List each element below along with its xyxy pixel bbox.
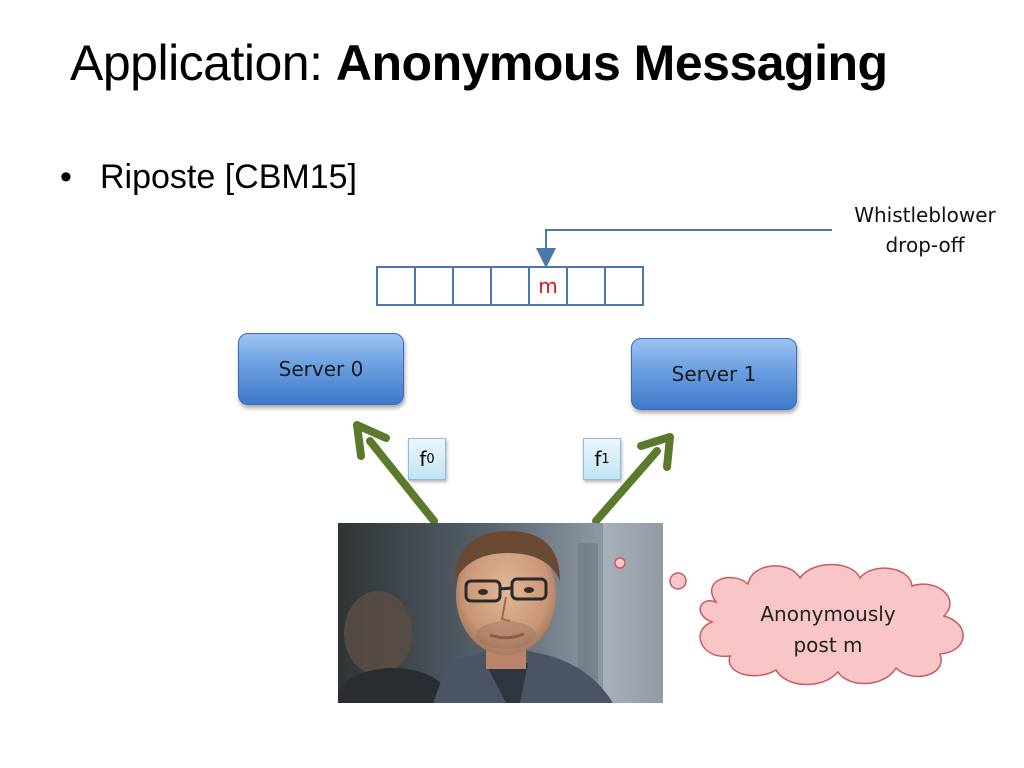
key-f1-sub: 1 [601, 451, 610, 467]
key-f0-base: f [419, 447, 427, 471]
upload-arrow-icon-right [592, 433, 674, 525]
slide-title: Application: Anonymous Messaging [70, 34, 888, 92]
bullet-item: • Riposte [CBM15] [60, 158, 357, 197]
slide-title-plain: Application: [70, 35, 336, 91]
thought-cloud-text: Anonymously post m [722, 599, 934, 661]
server-0-box: Server 0 [238, 333, 404, 405]
key-f0-sub: 0 [426, 451, 435, 467]
thought-line-2: post m [793, 633, 863, 657]
callout-line-1: Whistleblower [854, 203, 996, 227]
callout-line-2: drop-off [885, 233, 965, 257]
upload-arrow-icon-left [353, 421, 438, 525]
array-cell [604, 266, 644, 306]
person-photo-art [338, 523, 663, 703]
message-array: m [376, 266, 644, 306]
key-f1-base: f [594, 447, 602, 471]
array-cell [414, 266, 454, 306]
array-cell [376, 266, 416, 306]
server-1-box: Server 1 [631, 338, 797, 410]
dropoff-arrow [536, 229, 832, 268]
array-cell [490, 266, 530, 306]
slide-title-bold: Anonymous Messaging [335, 35, 888, 91]
array-cell [566, 266, 606, 306]
bullet-text: Riposte [CBM15] [100, 158, 357, 196]
thought-line-1: Anonymously [760, 602, 896, 626]
bullet-dot-icon: • [60, 158, 72, 196]
person-photo-icon [338, 523, 663, 703]
whistleblower-callout: Whistleblower drop-off [840, 200, 1010, 260]
